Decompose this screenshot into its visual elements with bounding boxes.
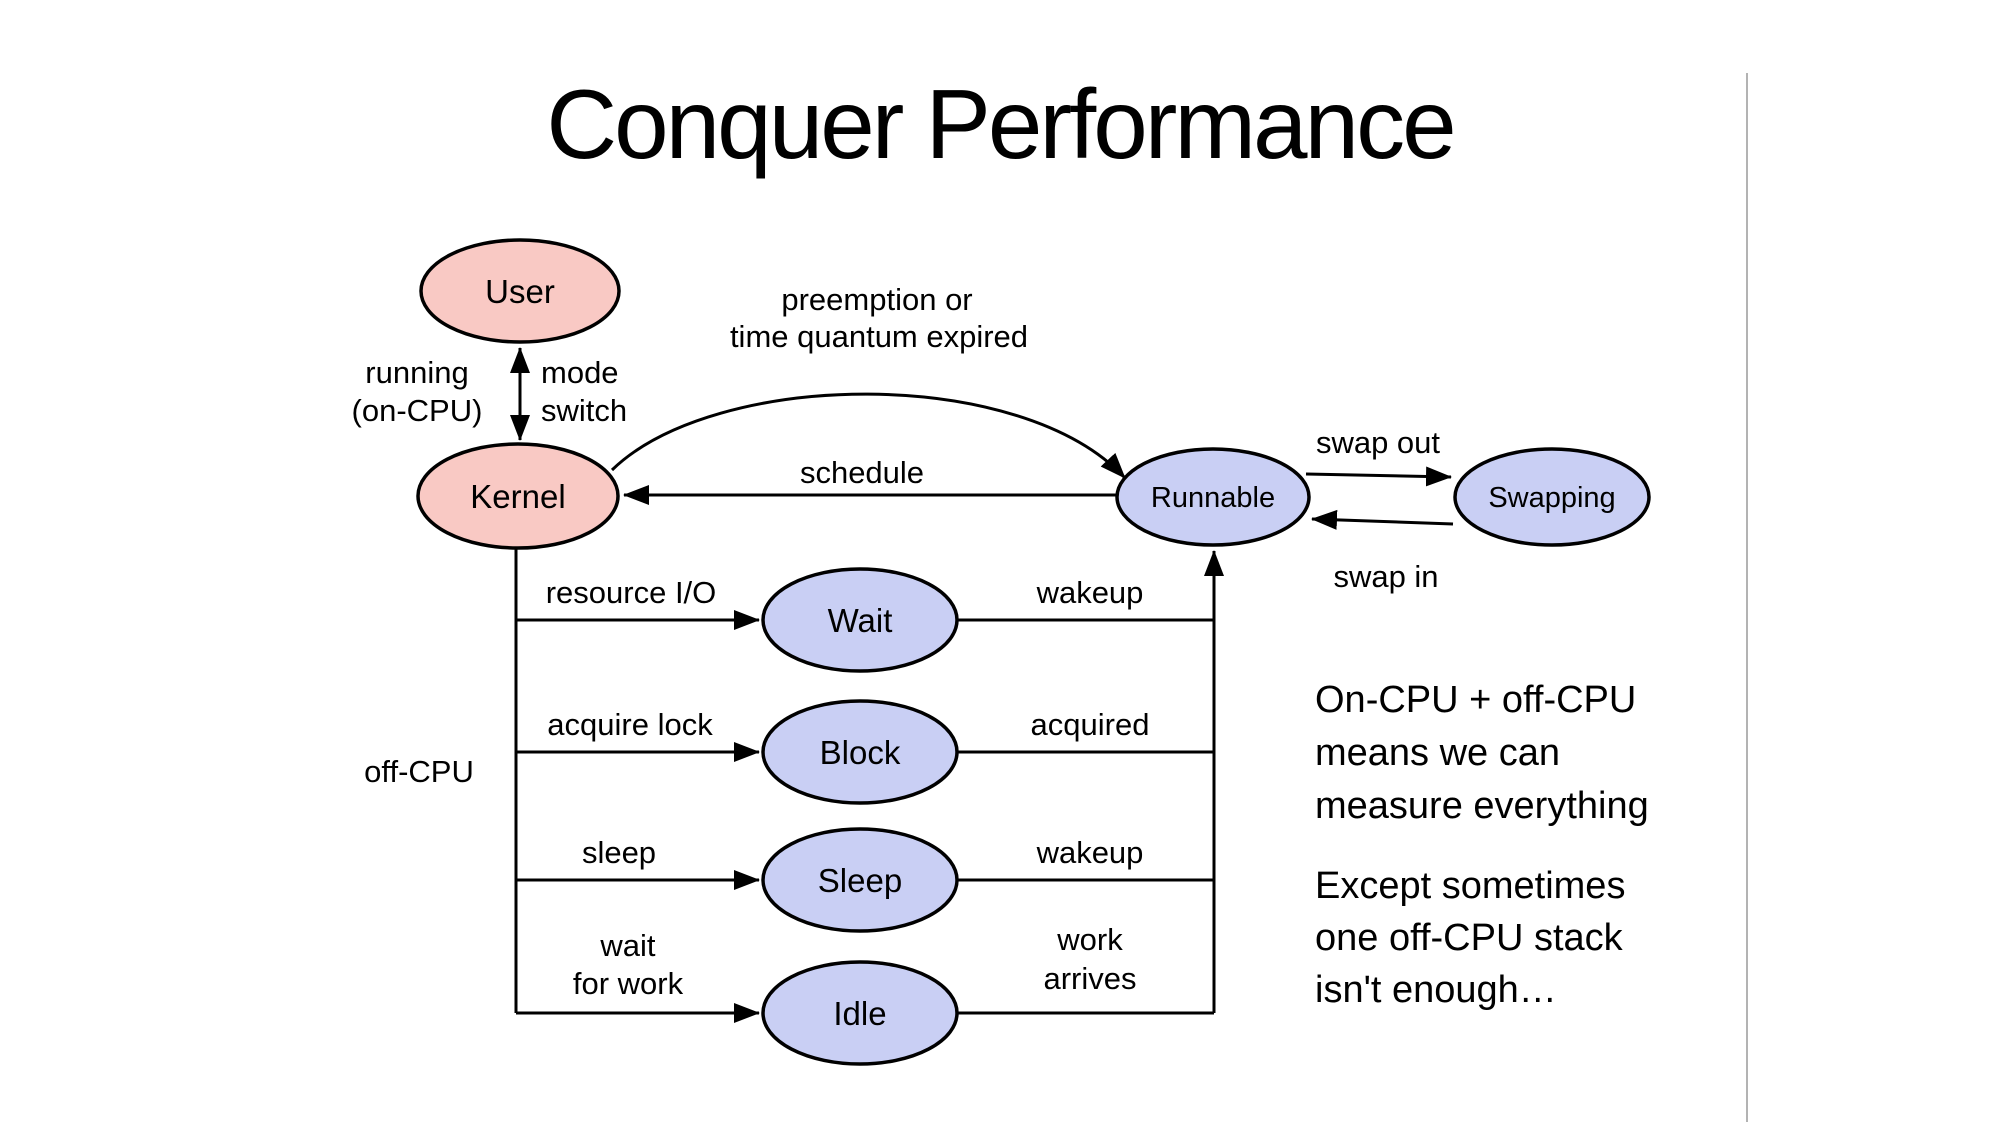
node-runnable-label: Runnable [1151,482,1275,514]
label-swap-out: swap out [1316,425,1440,460]
label-wait-line2: for work [573,966,684,1001]
note-except-line1: Except sometimes [1315,865,1625,907]
label-work-line1: work [1056,922,1123,957]
node-idle-label: Idle [833,995,886,1032]
node-kernel-label: Kernel [470,478,565,515]
edge-swap-in [1311,509,1454,530]
label-wait-line1: wait [599,928,656,963]
label-sleep: sleep [582,835,656,870]
node-wait-label: Wait [828,602,893,639]
note-measure-line1: On-CPU + off-CPU [1315,679,1636,721]
label-work-line2: arrives [1043,961,1136,996]
node-user [419,238,621,344]
node-swapping-label: Swapping [1488,482,1615,514]
label-schedule: schedule [800,455,924,490]
edge-swap-out [1305,466,1452,487]
label-preemption-line1: preemption or [781,282,972,317]
note-except-line2: one off-CPU stack [1315,917,1624,959]
node-sleep [761,827,959,933]
page-title: Conquer Performance [546,69,1453,179]
node-user-label: User [485,273,555,310]
note-except-line3: isn't enough… [1315,969,1557,1011]
node-swapping [1453,447,1651,547]
label-off-cpu: off-CPU [364,754,474,789]
node-runnable [1115,447,1311,547]
node-wait [761,567,959,673]
node-block-label: Block [820,734,901,771]
edge-preemption [610,392,1127,480]
label-running-line2: (on-CPU) [352,393,483,428]
label-wakeup-sleep: wakeup [1036,835,1144,870]
note-measure-line3: measure everything [1315,785,1649,827]
label-wakeup-wait: wakeup [1036,575,1144,610]
label-mode-line2: switch [541,393,627,428]
label-running-line1: running [365,355,468,390]
label-acquire-lock: acquire lock [547,707,713,742]
label-acquired: acquired [1031,707,1150,742]
label-resource-io: resource I/O [546,575,717,610]
node-idle [761,960,959,1066]
label-preemption-line2: time quantum expired [730,319,1028,354]
label-swap-in: swap in [1333,559,1438,594]
node-kernel [416,442,620,550]
node-block [761,699,959,805]
label-mode-line1: mode [541,355,619,390]
node-sleep-label: Sleep [818,862,902,899]
note-measure-line2: means we can [1315,732,1560,774]
